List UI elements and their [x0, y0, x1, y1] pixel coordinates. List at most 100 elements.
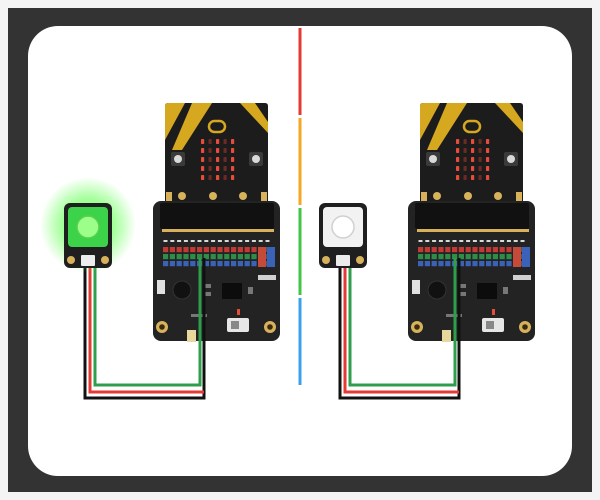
microbit-accent-left — [165, 103, 185, 140]
pin — [210, 247, 216, 253]
pin-label-mark — [445, 240, 450, 242]
pin — [163, 254, 169, 260]
led-pixel — [201, 175, 205, 180]
led-pixel — [208, 148, 212, 153]
module-pad-left — [322, 256, 330, 264]
pin — [217, 254, 223, 260]
led-pixel — [208, 166, 212, 171]
pin-label-mark — [432, 240, 437, 242]
pin — [176, 261, 182, 267]
led-pixel — [471, 148, 475, 153]
pin-label-mark — [466, 240, 471, 242]
power-header-red — [258, 247, 266, 267]
led-pixel — [216, 157, 220, 162]
pin — [452, 254, 458, 260]
pin — [465, 254, 471, 260]
smd-component — [248, 287, 253, 294]
led-pixel — [486, 148, 490, 153]
pin — [445, 254, 451, 260]
pin-label-mark — [506, 240, 511, 242]
power-led — [492, 309, 495, 315]
pin — [190, 254, 196, 260]
pin — [472, 247, 478, 253]
led-pixel — [223, 157, 227, 162]
pin-label-mark — [265, 240, 270, 242]
edge-connector-slot — [415, 203, 529, 229]
pin-label-mark — [231, 240, 236, 242]
pin — [431, 247, 437, 253]
led-pixel — [208, 175, 212, 180]
led-pixel — [216, 139, 220, 144]
led-pixel — [471, 166, 475, 171]
pin — [224, 254, 230, 260]
pin — [237, 261, 243, 267]
led-pixel — [463, 148, 467, 153]
led-module — [319, 203, 367, 268]
button-b-icon — [507, 155, 515, 163]
pin — [492, 247, 498, 253]
pin — [445, 247, 451, 253]
mount-hole-right-center — [522, 324, 528, 330]
led-pixel — [208, 139, 212, 144]
led-pixel — [486, 175, 490, 180]
pin — [438, 261, 444, 267]
led-pixel — [463, 175, 467, 180]
expansion-board — [408, 201, 535, 342]
power-header-blue — [522, 247, 530, 267]
microbit-accent-mid — [172, 103, 212, 150]
mount-hole-right-center — [267, 324, 273, 330]
module-pad-right — [101, 256, 109, 264]
led-lens-icon — [331, 215, 355, 239]
wire-green — [93, 258, 202, 387]
pin — [251, 247, 257, 253]
pin — [465, 261, 471, 267]
module-pad-right — [356, 256, 364, 264]
pin — [424, 254, 430, 260]
led-pixel — [463, 139, 467, 144]
led-pixel — [231, 148, 235, 153]
pin — [244, 254, 250, 260]
led-pixel — [223, 148, 227, 153]
pin — [479, 254, 485, 260]
power-header-red — [513, 247, 521, 267]
pin — [486, 261, 492, 267]
pin — [210, 254, 216, 260]
power-header-blue — [267, 247, 275, 267]
microbit-board — [165, 103, 268, 205]
wire-black — [83, 258, 206, 400]
led-pixel — [478, 148, 482, 153]
led-matrix — [456, 139, 490, 180]
pin-label-mark — [204, 240, 209, 242]
pin — [472, 261, 478, 267]
microbit-logo-icon — [207, 119, 227, 134]
microbit-accent-left — [420, 103, 440, 140]
led-pixel — [208, 157, 212, 162]
pin-label-mark — [238, 240, 243, 242]
led-pixel — [456, 139, 460, 144]
mount-hole-left-center — [414, 324, 420, 330]
pin — [231, 261, 237, 267]
pin — [231, 254, 237, 260]
microbit-accent-right — [240, 103, 268, 133]
led-pixel — [223, 175, 227, 180]
pin — [237, 247, 243, 253]
mount-hole-left-center — [159, 324, 165, 330]
led-pixel — [231, 139, 235, 144]
pin-label-mark — [190, 240, 195, 242]
pin — [458, 261, 464, 267]
pin — [418, 261, 424, 267]
led-pixel — [216, 175, 220, 180]
buzzer — [172, 280, 192, 300]
pin — [458, 247, 464, 253]
pin — [438, 247, 444, 253]
led-pixel — [201, 139, 205, 144]
led-pixel — [486, 139, 490, 144]
smd-component — [460, 292, 466, 296]
pin — [169, 254, 175, 260]
pin — [217, 247, 223, 253]
pin — [237, 254, 243, 260]
led-pixel — [231, 166, 235, 171]
buzzer — [427, 280, 447, 300]
led-pixel — [201, 157, 205, 162]
